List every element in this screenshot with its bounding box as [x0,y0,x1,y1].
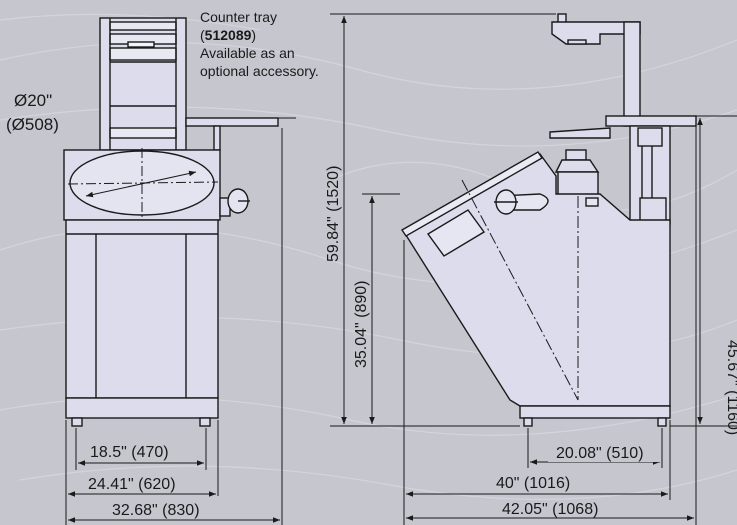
screen-diameter-inches: Ø20" [14,91,52,110]
front-dimension-lines [65,117,296,525]
dim-front-overall: 32.68" (830) [112,502,200,519]
dim-screen-height: 35.04" (890) [353,280,370,368]
dim-front-base-inner: 18.5" (470) [90,444,169,461]
callout-availability: Available as an [200,45,295,61]
dim-side-overall: 42.05" (1068) [502,501,598,518]
screen-diameter-mm: (Ø508) [6,115,59,134]
callout-open-paren: ( [200,27,205,43]
dim-side-depth: 40" (1016) [496,475,570,492]
callout-optional: optional accessory. [200,63,319,79]
counter-tray-callout: Counter tray (512089) Available as an op… [200,8,340,80]
dim-table-height: 45.67" (1160) [724,340,737,435]
callout-title: Counter tray [200,9,278,25]
callout-part-line: (512089) [200,26,340,44]
dim-overall-height: 59.84" (1520) [325,166,342,262]
dim-front-width: 24.41" (620) [88,476,176,493]
front-view [63,17,279,427]
side-view [401,13,697,427]
dim-side-base: 20.08" (510) [556,445,644,462]
callout-close-paren: ) [251,27,257,43]
callout-part-number: 512089 [204,27,252,43]
